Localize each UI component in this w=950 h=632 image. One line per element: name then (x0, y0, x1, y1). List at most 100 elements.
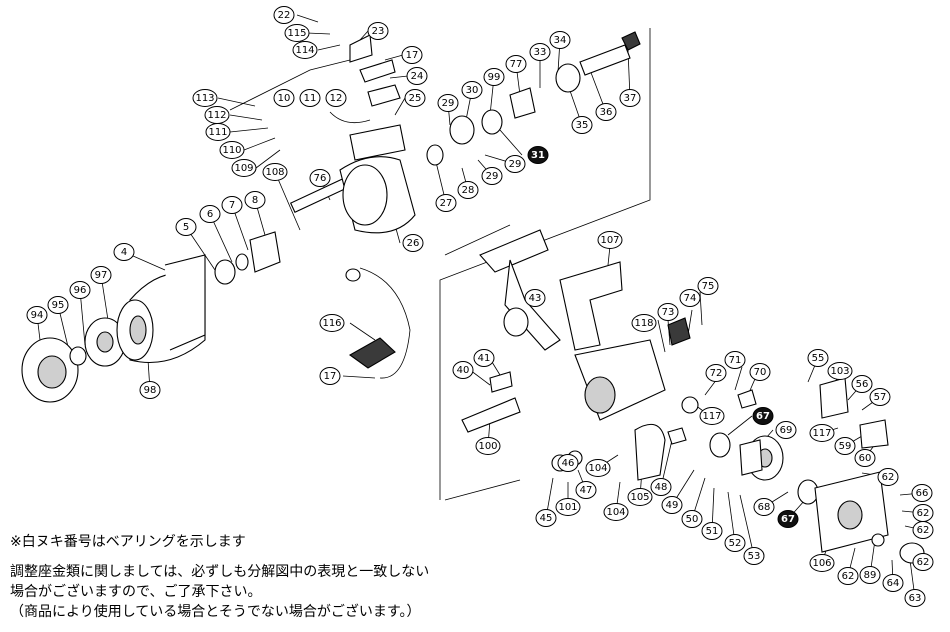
callout-number: 29 (442, 98, 455, 109)
callout-number: 17 (324, 371, 337, 382)
callout-number: 113 (195, 93, 214, 104)
callout-number: 106 (812, 558, 831, 569)
callout-117: 117 (699, 407, 725, 425)
callout-number: 75 (702, 281, 715, 292)
callout-oval (273, 6, 295, 24)
callout-number: 109 (234, 163, 253, 174)
callout-oval (504, 155, 526, 173)
callout-70: 70 (749, 363, 771, 381)
callout-number: 4 (121, 247, 127, 258)
callout-number: 103 (830, 366, 849, 377)
callout-number: 71 (729, 355, 742, 366)
callout-101: 101 (555, 498, 581, 516)
callout-24: 24 (406, 67, 428, 85)
callout-number: 101 (558, 502, 577, 513)
callout-103: 103 (827, 362, 853, 380)
callout-number: 45 (540, 513, 553, 524)
callout-number: 53 (748, 551, 761, 562)
callout-oval (192, 89, 218, 107)
callout-oval (724, 534, 746, 552)
callout-29: 29 (437, 94, 459, 112)
callout-107: 107 (597, 231, 623, 249)
callout-115: 115 (284, 24, 310, 42)
callout-number: 74 (684, 293, 697, 304)
worm-shaft-100 (461, 397, 521, 433)
callout-number: 50 (686, 514, 699, 525)
callout-oval (299, 89, 321, 107)
callout-oval (571, 116, 593, 134)
callout-number: 23 (372, 26, 385, 37)
callout-69: 69 (775, 421, 797, 439)
callout-89: 89 (859, 566, 881, 584)
callout-number: 89 (864, 570, 877, 581)
handle-knob-107 (479, 229, 549, 273)
callout-number: 62 (882, 472, 895, 483)
bearing-note: ※白ヌキ番号はベアリングを示します (10, 534, 246, 550)
callout-oval (603, 503, 629, 521)
callout-number: 22 (278, 10, 291, 21)
callout-96: 96 (69, 281, 91, 299)
callout-oval (262, 163, 288, 181)
callout-oval (219, 141, 245, 159)
stopper-103 (819, 377, 849, 419)
callout-oval (859, 566, 881, 584)
callout-number: 12 (330, 93, 343, 104)
callout-oval (807, 349, 829, 367)
callout-51: 51 (701, 522, 723, 540)
callout-oval (912, 553, 934, 571)
callout-104: 104 (585, 459, 611, 477)
callout-oval (481, 167, 503, 185)
callout-30: 30 (461, 81, 483, 99)
callout-oval (529, 43, 551, 61)
callout-oval (175, 218, 197, 236)
callout-oval (452, 361, 474, 379)
callout-number: 76 (314, 173, 327, 184)
callout-number: 30 (466, 85, 479, 96)
callout-98: 98 (139, 381, 161, 399)
callout-28: 28 (457, 181, 479, 199)
callout-72: 72 (705, 364, 727, 382)
callout-oval (912, 521, 934, 539)
callout-number: 67 (756, 411, 770, 422)
callout-number: 98 (144, 385, 157, 396)
callout-77: 77 (505, 55, 527, 73)
callout-number: 117 (812, 428, 831, 439)
callout-number: 11 (304, 93, 317, 104)
callout-43: 43 (524, 289, 546, 307)
callout-number: 8 (252, 195, 258, 206)
callout-oval (911, 484, 933, 502)
callout-oval (401, 46, 423, 64)
callout-number: 37 (624, 93, 637, 104)
callout-number: 7 (229, 200, 235, 211)
callout-31: 31 (527, 146, 549, 164)
callout-10: 10 (273, 89, 295, 107)
callout-oval (557, 454, 579, 472)
callout-40: 40 (452, 361, 474, 379)
callout-45: 45 (535, 509, 557, 527)
callout-number: 34 (554, 35, 567, 46)
callout-oval (524, 289, 546, 307)
callout-49: 49 (661, 496, 683, 514)
callout-oval (749, 363, 771, 381)
callout-oval (325, 89, 347, 107)
callout-number: 56 (856, 379, 869, 390)
callout-27: 27 (435, 194, 457, 212)
callout-112: 112 (204, 106, 230, 124)
callout-number: 104 (588, 463, 607, 474)
callout-number: 62 (842, 571, 855, 582)
callout-number: 64 (887, 578, 900, 589)
callout-oval (367, 22, 389, 40)
line-roller-24 (359, 59, 396, 83)
callout-60: 60 (854, 449, 876, 467)
callout-oval (809, 424, 835, 442)
callout-11: 11 (299, 89, 321, 107)
callout-oval (435, 194, 457, 212)
callout-12: 12 (325, 89, 347, 107)
callout-oval (701, 522, 723, 540)
callout-number: 29 (486, 171, 499, 182)
callout-number: 47 (580, 485, 593, 496)
callout-oval (205, 123, 231, 141)
callout-7: 7 (221, 196, 243, 214)
callout-oval (882, 574, 904, 592)
callout-oval (851, 375, 873, 393)
